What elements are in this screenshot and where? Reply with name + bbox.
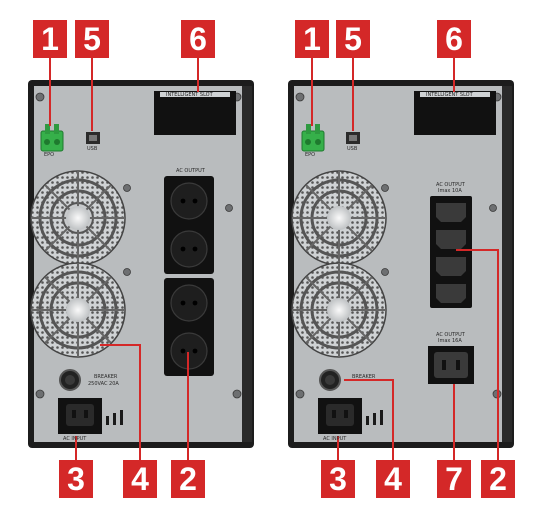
- ground-symbol-icon: [366, 410, 383, 425]
- circuit-breaker[interactable]: [59, 369, 81, 391]
- callout-badge-ac-output: 2: [171, 460, 205, 498]
- ac-output-rating: Imax 10A: [438, 188, 462, 194]
- right-ups-unit: [288, 58, 514, 460]
- epo-connector[interactable]: [40, 124, 64, 152]
- slot-label: INTELLIGENT SLOT: [166, 92, 213, 98]
- callout-badge-ac-input: 3: [59, 460, 93, 498]
- callout-lines: [311, 58, 499, 460]
- usb-label: USB: [87, 146, 98, 152]
- ac-output-label: AC OUTPUT: [176, 168, 205, 174]
- callout-badge-usb: 5: [336, 20, 370, 58]
- callout-badge-epo: 1: [295, 20, 329, 58]
- callout-badge-ac-input: 3: [321, 460, 355, 498]
- ac-output2-rating: Imax 16A: [438, 338, 462, 344]
- circuit-breaker[interactable]: [319, 369, 341, 391]
- intelligent-slot[interactable]: [154, 91, 236, 135]
- usb-port[interactable]: [346, 132, 360, 144]
- breaker-rating: 250VAC 20A: [88, 381, 119, 387]
- ac-output-label: AC OUTPUT: [436, 182, 465, 188]
- callout-lines: [49, 58, 199, 460]
- ac-output-c13-sockets: [430, 196, 472, 308]
- ac-output-sockets: [164, 176, 214, 376]
- ac-input-socket[interactable]: [318, 398, 362, 434]
- slot-label: INTELLIGENT SLOT: [426, 92, 473, 98]
- cooling-fan-upper: [291, 170, 387, 266]
- callout-badge-slot: 6: [437, 20, 471, 58]
- epo-label: EPO: [44, 152, 55, 158]
- ac-output2-label: AC OUTPUT: [436, 332, 465, 338]
- callout-badge-epo: 1: [33, 20, 67, 58]
- callout-badge-ac-output-16a: 7: [437, 460, 471, 498]
- callout-badge-usb: 5: [75, 20, 109, 58]
- callout-badge-breaker: 4: [376, 460, 410, 498]
- callout-badge-breaker: 4: [123, 460, 157, 498]
- ac-input-socket[interactable]: [58, 398, 102, 434]
- intelligent-slot[interactable]: [414, 91, 496, 135]
- cooling-fan-lower: [291, 262, 387, 358]
- callout-badge-slot: 6: [181, 20, 215, 58]
- breaker-label: BREAKER: [94, 374, 118, 380]
- cooling-fan-upper: [30, 170, 126, 266]
- cooling-fan-lower: [30, 262, 126, 358]
- ground-symbol-icon: [106, 410, 123, 425]
- left-ups-unit: [28, 58, 254, 460]
- usb-label: USB: [347, 146, 358, 152]
- ac-output-c19-socket: [428, 346, 474, 384]
- ac-input-label: AC INPUT: [323, 436, 347, 442]
- breaker-label: BREAKER: [352, 374, 376, 380]
- epo-connector[interactable]: [301, 124, 325, 152]
- callout-badge-ac-output-10a: 2: [481, 460, 515, 498]
- ac-input-label: AC INPUT: [63, 436, 87, 442]
- usb-port[interactable]: [86, 132, 100, 144]
- epo-label: EPO: [305, 152, 316, 158]
